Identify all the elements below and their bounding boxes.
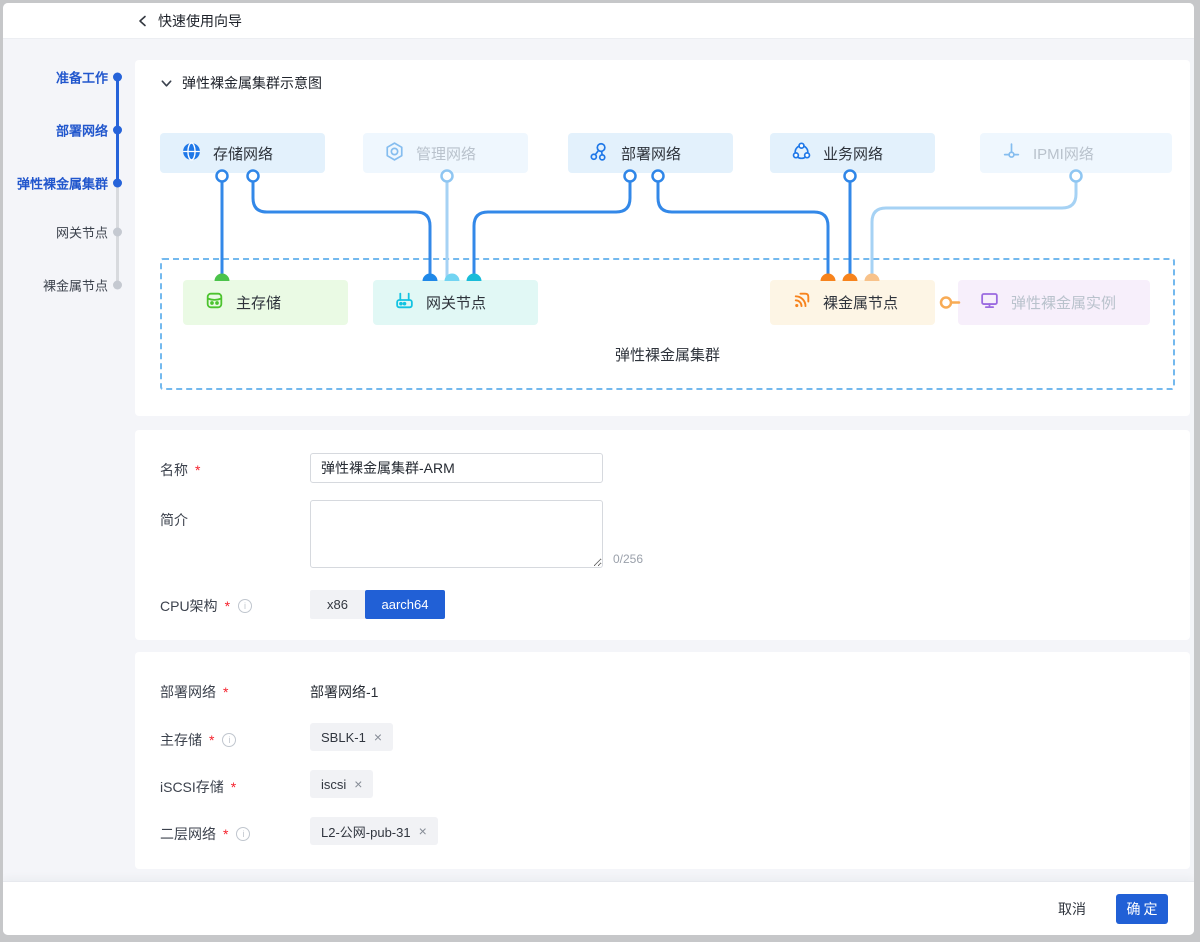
nodes-icon: [589, 141, 610, 166]
remove-tag-icon[interactable]: ×: [418, 823, 427, 839]
info-icon[interactable]: i: [236, 827, 251, 841]
step-deploy-network[interactable]: 部署网络: [55, 123, 108, 139]
step-baremetal-cluster-dot: [113, 178, 122, 188]
network-box-storage-label: 存储网络: [213, 145, 274, 163]
required-mark: *: [223, 826, 229, 842]
node-box-baremetal-label: 裸金属节点: [823, 295, 899, 312]
network-box-deploy-label: 部署网络: [621, 145, 682, 163]
footer-bar: 取消 确定: [3, 882, 1194, 935]
step-prepare[interactable]: 准备工作: [55, 70, 108, 86]
diagram-section-toggle[interactable]: 弹性裸金属集群示意图: [160, 73, 322, 93]
database-icon: [204, 290, 225, 315]
node-box-instance-label: 弹性裸金属实例: [1011, 295, 1117, 312]
required-mark: *: [224, 598, 231, 614]
network-box-storage: 存储网络: [160, 133, 325, 173]
remove-tag-icon[interactable]: ×: [373, 729, 382, 745]
step-baremetal-cluster[interactable]: 弹性裸金属集群: [16, 176, 108, 192]
network-box-deploy: 部署网络: [568, 133, 733, 173]
step-prepare-dot: [113, 72, 122, 82]
diagram-card: 弹性裸金属集群示意图 弹性裸金属集群 存储网络 管理网络 部署网络: [135, 60, 1190, 416]
step-gateway-node-dot: [113, 227, 122, 237]
char-counter: 0/256: [613, 552, 644, 566]
signal-icon: [791, 290, 812, 315]
primary-storage-label: 主存储*i: [160, 730, 237, 750]
deploy-network-value: 部署网络-1: [310, 684, 379, 700]
name-input[interactable]: [310, 453, 603, 483]
network-box-management: 管理网络: [363, 133, 528, 173]
step-deploy-network-dot: [113, 125, 122, 135]
network-box-business-label: 业务网络: [823, 145, 884, 163]
hex-gear-icon: [384, 141, 405, 166]
diagram-section-title: 弹性裸金属集群示意图: [182, 75, 322, 91]
network-box-management-label: 管理网络: [416, 145, 477, 163]
step-gateway-node[interactable]: 网关节点: [55, 225, 108, 241]
node-box-baremetal: 裸金属节点: [770, 280, 935, 325]
step-baremetal-node[interactable]: 裸金属节点: [42, 278, 108, 294]
description-textarea[interactable]: [310, 500, 603, 568]
node-box-instance: 弹性裸金属实例: [958, 280, 1150, 325]
iscsi-storage-tag: iscsi×: [310, 770, 374, 798]
network-form-card: 部署网络* 部署网络-1 主存储*i SBLK-1× iSCSI存储* iscs…: [135, 652, 1190, 869]
required-mark: *: [230, 779, 237, 795]
network-box-ipmi: IPMI网络: [980, 133, 1172, 173]
network-box-business: 业务网络: [770, 133, 935, 173]
confirm-button[interactable]: 确定: [1116, 893, 1168, 924]
basic-form-card: 名称* 简介 0/256 CPU架构*i x86 aarch64: [135, 430, 1190, 640]
node-box-primary-storage: 主存储: [183, 280, 348, 325]
back-chevron-icon[interactable]: [136, 14, 150, 28]
primary-storage-tag: SBLK-1×: [310, 723, 393, 751]
node-box-gateway: 网关节点: [373, 280, 538, 325]
page-title: 快速使用向导: [158, 12, 242, 29]
cancel-button[interactable]: 取消: [1058, 900, 1086, 917]
l2-network-tag: L2-公网-pub-31×: [310, 817, 438, 845]
router-icon: [394, 290, 415, 315]
info-icon[interactable]: i: [238, 599, 253, 613]
iscsi-storage-label: iSCSI存储*: [160, 779, 237, 795]
cpu-arch-label: CPU架构*i: [160, 596, 253, 616]
info-icon[interactable]: i: [222, 733, 237, 747]
l2-network-label: 二层网络*i: [160, 824, 251, 844]
monitor-icon: [979, 290, 1000, 315]
node-box-primary-storage-label: 主存储: [236, 295, 282, 312]
cpu-option-x86[interactable]: x86: [310, 590, 365, 619]
deploy-network-label: 部署网络*: [160, 684, 229, 700]
cpu-option-aarch64[interactable]: aarch64: [365, 590, 445, 619]
cluster-label: 弹性裸金属集群: [614, 347, 720, 364]
description-label: 简介: [160, 512, 188, 528]
node-box-gateway-label: 网关节点: [426, 295, 487, 312]
remove-tag-icon[interactable]: ×: [354, 776, 363, 792]
chevron-down-icon: [161, 79, 172, 87]
wizard-window: 快速使用向导 准备工作 部署网络 弹性裸金属集群 网关节点 裸金属节点 弹性裸金…: [3, 3, 1194, 935]
cloud-ring-icon: [791, 141, 812, 166]
cpu-arch-segmented: x86 aarch64: [310, 590, 445, 619]
step-baremetal-node-dot: [113, 280, 122, 290]
required-mark: *: [223, 684, 229, 700]
globe-icon: [181, 141, 202, 166]
wizard-stepper: 准备工作 部署网络 弹性裸金属集群 网关节点 裸金属节点: [3, 39, 135, 359]
network-box-ipmi-label: IPMI网络: [1033, 145, 1094, 163]
required-mark: *: [195, 462, 201, 478]
name-label: 名称*: [160, 462, 201, 478]
junction-icon: [1001, 141, 1022, 166]
required-mark: *: [209, 732, 215, 748]
top-bar: 快速使用向导: [3, 3, 1194, 39]
